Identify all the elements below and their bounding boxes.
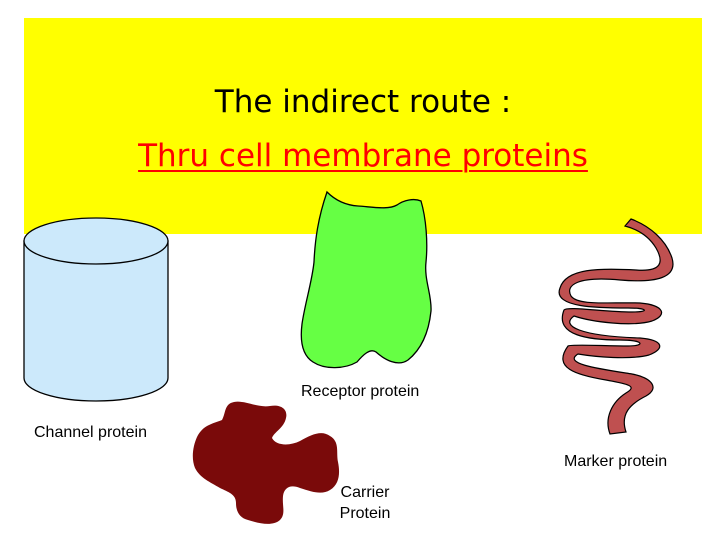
receptor-protein-label: Receptor protein <box>301 383 420 400</box>
title-band: The indirect route : Thru cell membrane … <box>24 18 702 234</box>
marker-protein-label: Marker protein <box>564 453 668 470</box>
title-line-1: The indirect route : <box>214 84 512 120</box>
channel-cylinder-top <box>23 217 169 265</box>
marker-protein-helix <box>558 218 674 435</box>
title-line-2-text: Thru cell membrane proteins <box>138 138 588 174</box>
marker-helix-strand <box>558 218 674 435</box>
marker-helix-gaps <box>649 283 668 363</box>
receptor-protein-shape <box>300 190 432 369</box>
channel-protein-label: Channel protein <box>34 424 147 441</box>
title-line-2: Thru cell membrane proteins <box>24 136 702 176</box>
channel-protein-cylinder <box>23 217 169 402</box>
channel-cylinder-body <box>23 240 169 402</box>
carrier-protein-puzzle-piece <box>192 401 340 524</box>
carrier-protein-label: Carrier Protein <box>339 484 391 522</box>
